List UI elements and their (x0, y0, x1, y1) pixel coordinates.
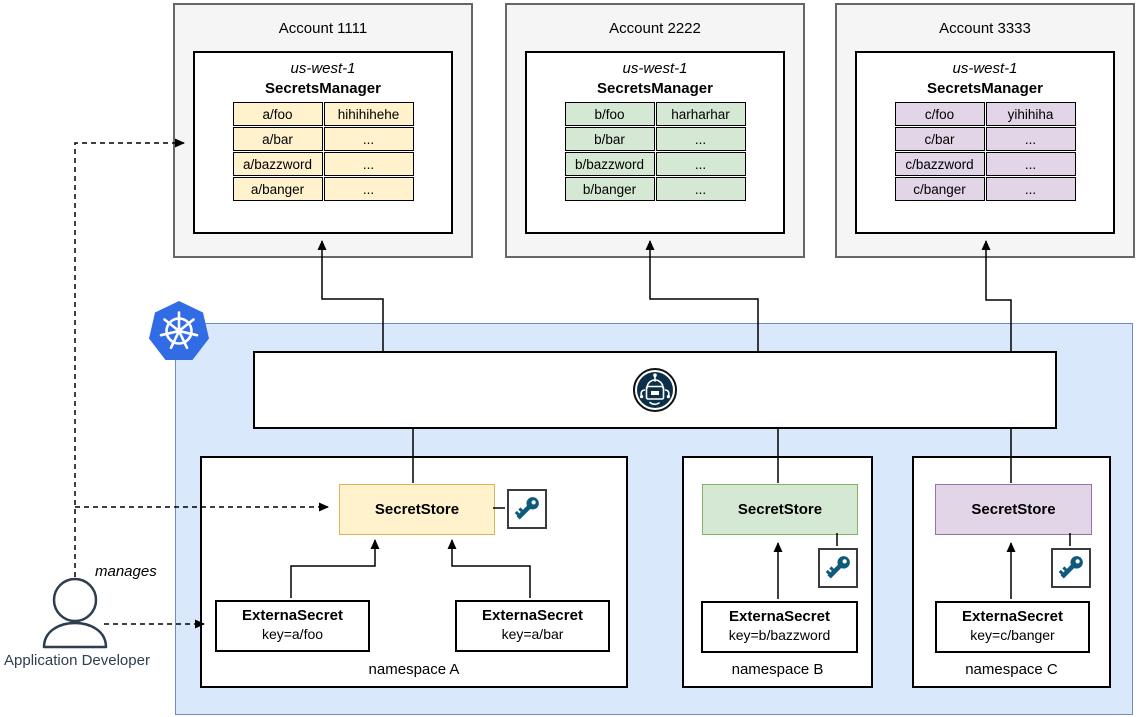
secrets-table: b/foo harharhar b/bar ... b/bazzword ...… (564, 101, 747, 202)
secret-key-cell: b/bar (564, 127, 655, 151)
account-3333-box: Account 3333 us-west-1 SecretsManager c/… (835, 3, 1135, 258)
person-icon (42, 577, 108, 649)
external-secret-a-bar: ExternaSecret key=a/bar (455, 600, 610, 652)
secret-store-label: SecretStore (737, 501, 823, 518)
region-box: us-west-1 SecretsManager a/foo hihihiheh… (193, 51, 453, 234)
table-row: b/banger ... (564, 177, 746, 201)
table-row: c/foo yihihiha (894, 102, 1076, 126)
secret-store-label: SecretStore (971, 501, 1056, 518)
table-row: c/bar ... (894, 127, 1076, 151)
secret-store-b: SecretStore (702, 484, 858, 535)
secret-value-cell: ... (655, 127, 746, 151)
kubernetes-wheel-icon (149, 301, 209, 360)
secret-value-cell: ... (323, 152, 414, 176)
external-secret-title: ExternaSecret (482, 607, 583, 624)
external-secret-key: key=b/bazzword (728, 627, 831, 643)
namespace-label: namespace B (731, 661, 824, 678)
secret-key-cell: c/bazzword (894, 152, 985, 176)
table-row: b/bar ... (564, 127, 746, 151)
table-row: a/bar ... (232, 127, 414, 151)
key-icon (514, 497, 539, 520)
secret-key-cell: a/banger (232, 177, 323, 201)
namespace-label: namespace A (368, 661, 460, 678)
key-icon (825, 556, 850, 579)
secret-value-cell: ... (655, 177, 746, 201)
account-1111-box: Account 1111 us-west-1 SecretsManager a/… (173, 3, 473, 258)
namespace-c-box: SecretStore ExternaSecret key=c/banger n… (912, 456, 1111, 688)
secret-store-a: SecretStore (339, 484, 495, 535)
secret-value-cell: yihihiha (985, 102, 1076, 126)
table-row: b/bazzword ... (564, 152, 746, 176)
account-title: Account 1111 (278, 20, 368, 37)
external-secret-b-bazzword: ExternaSecret key=b/bazzword (701, 601, 858, 653)
namespace-b-box: SecretStore ExternaSecret key=b/bazzword… (682, 456, 873, 688)
secret-key-cell: a/foo (232, 102, 323, 126)
account-title: Account 3333 (939, 20, 1031, 37)
external-secret-key: key=c/banger (970, 627, 1055, 643)
key-box-a (507, 489, 547, 529)
secrets-table: c/foo yihihiha c/bar ... c/bazzword ... … (894, 101, 1077, 202)
secret-key-cell: b/foo (564, 102, 655, 126)
secrets-table: a/foo hihihihehe a/bar ... a/bazzword ..… (232, 101, 415, 202)
secret-value-cell: ... (985, 127, 1076, 151)
secret-key-cell: c/banger (894, 177, 985, 201)
external-secret-title: ExternaSecret (242, 607, 343, 624)
service-label: SecretsManager (597, 80, 713, 97)
account-2222-box: Account 2222 us-west-1 SecretsManager b/… (505, 3, 805, 258)
region-box: us-west-1 SecretsManager c/foo yihihiha … (855, 51, 1115, 234)
service-label: SecretsManager (265, 80, 381, 97)
table-row: a/banger ... (232, 177, 414, 201)
external-secrets-controller-box (253, 351, 1057, 429)
kubernetes-logo-icon (147, 301, 211, 362)
secret-key-cell: b/bazzword (564, 152, 655, 176)
table-row: c/bazzword ... (894, 152, 1076, 176)
secret-value-cell: ... (323, 177, 414, 201)
secret-store-c: SecretStore (935, 484, 1092, 535)
account-title: Account 2222 (609, 20, 701, 37)
table-row: b/foo harharhar (564, 102, 746, 126)
external-secret-key: key=a/bar (501, 626, 564, 642)
secret-value-cell: harharhar (655, 102, 746, 126)
service-label: SecretsManager (927, 80, 1043, 97)
table-row: a/foo hihihihehe (232, 102, 414, 126)
key-icon (1058, 556, 1083, 579)
region-label: us-west-1 (952, 60, 1018, 77)
key-box-c (1051, 548, 1091, 588)
region-label: us-west-1 (290, 60, 356, 77)
secret-key-cell: c/foo (894, 102, 985, 126)
secret-value-cell: ... (655, 152, 746, 176)
key-box-b (818, 548, 858, 588)
secret-key-cell: b/banger (564, 177, 655, 201)
secret-key-cell: c/bar (894, 127, 985, 151)
external-secret-title: ExternaSecret (962, 608, 1063, 625)
external-secret-c-banger: ExternaSecret key=c/banger (935, 601, 1090, 653)
region-box: us-west-1 SecretsManager b/foo harharhar… (525, 51, 785, 234)
secret-value-cell: ... (985, 152, 1076, 176)
table-row: a/bazzword ... (232, 152, 414, 176)
secret-key-cell: a/bar (232, 127, 323, 151)
external-secret-key: key=a/foo (261, 626, 324, 642)
secret-value-cell: hihihihehe (323, 102, 414, 126)
secret-value-cell: ... (323, 127, 414, 151)
external-secret-a-foo: ExternaSecret key=a/foo (215, 600, 370, 652)
secret-value-cell: ... (985, 177, 1076, 201)
external-secrets-operator-icon (633, 368, 677, 412)
table-row: c/banger ... (894, 177, 1076, 201)
secret-key-cell: a/bazzword (232, 152, 323, 176)
secret-store-label: SecretStore (374, 501, 460, 518)
manages-label: manages (95, 563, 157, 580)
region-label: us-west-1 (622, 60, 688, 77)
namespace-a-box: SecretStore ExternaSecret key=a/foo Exte… (200, 456, 628, 688)
namespace-label: namespace C (965, 661, 1058, 678)
actor-label: Application Developer (4, 652, 150, 669)
external-secret-title: ExternaSecret (729, 608, 830, 625)
